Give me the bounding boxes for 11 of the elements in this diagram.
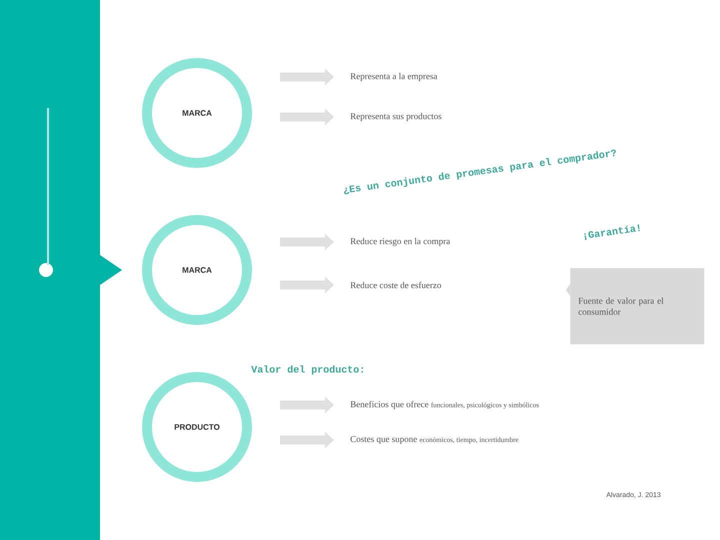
text: Reduce coste de esfuerzo (350, 282, 442, 288)
heading-text: ¡Garantía! (584, 224, 640, 240)
circle-node: MARCA (142, 58, 252, 168)
circle-node: MARCA (142, 215, 252, 325)
circle-node: PRODUCTO (142, 372, 252, 482)
heading-text: ¿Es un conjunto de promesas para el comprador? (344, 150, 616, 194)
heading-text: Valor del producto: (251, 365, 363, 375)
callout-box: Fuente de valor para el consumidor (566, 268, 704, 344)
text: Representa a la empresa (350, 72, 438, 82)
text: Reduce riesgo en la compra (350, 238, 450, 246)
text: Representa sus productos (350, 112, 442, 122)
